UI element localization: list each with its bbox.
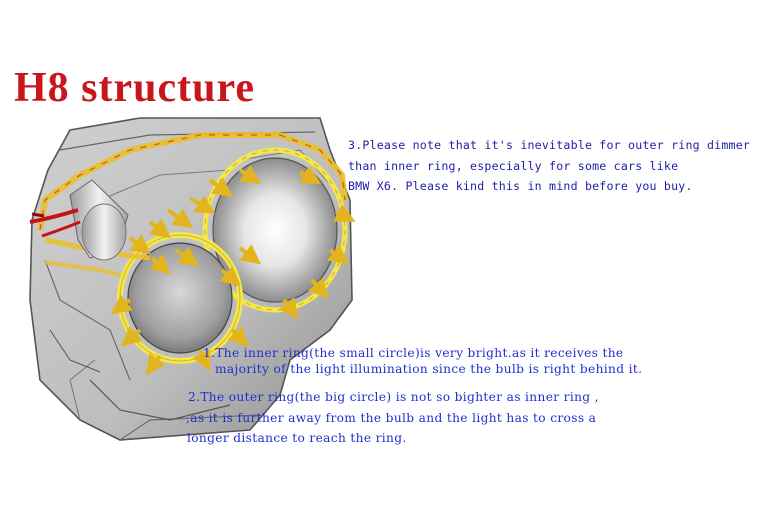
page-title: H8 structure [14, 65, 256, 111]
light-direction-arrows [110, 164, 356, 376]
bulb [69, 179, 129, 261]
note-3-outer-ring-dimmer: 3.Please note that it's inevitable for o… [348, 135, 768, 197]
note-3-line: than inner ring, especially for some car… [348, 158, 679, 173]
note-3-line: 3.Please note that it's inevitable for o… [348, 138, 751, 152]
note-2-line: 2.The outer ring(the big circle) is not … [188, 390, 599, 404]
note-2-line: longer distance to reach the ring. [187, 431, 407, 445]
outer-ring-big-circle [202, 147, 348, 313]
power-wire [29, 208, 81, 238]
note-2-outer-ring: 2.The outer ring(the big circle) is not … [186, 387, 728, 449]
note-1-line: 1.The inner ring(the small circle)is ver… [203, 346, 624, 360]
note-3-line: BMW X6. Please kind this in mind before … [348, 179, 693, 193]
note-1-inner-ring: 1.The inner ring(the small circle)is ver… [203, 345, 743, 377]
note-2-line: ,as it is further away from the bulb and… [186, 410, 597, 425]
note-1-line: majority of the light illumination since… [215, 362, 643, 376]
